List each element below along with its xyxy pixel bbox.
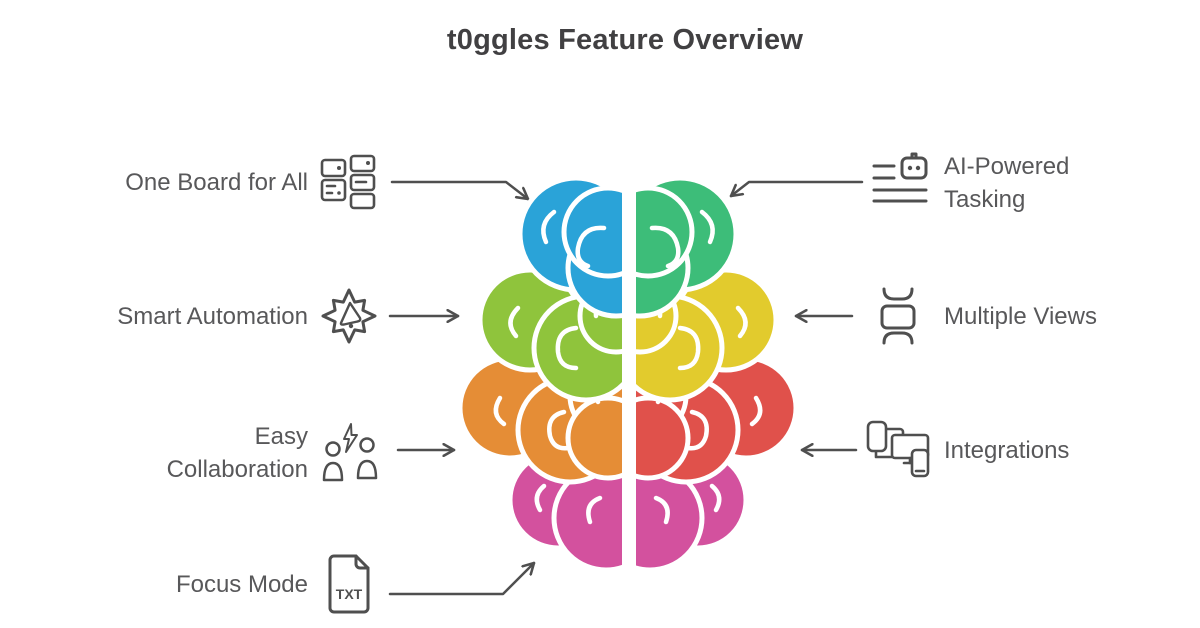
- brain-segment-right-upper-middle: [636, 267, 779, 403]
- svg-text:TXT: TXT: [336, 586, 363, 602]
- page-title: t0ggles Feature Overview: [446, 24, 804, 56]
- kanban-board-icon: [320, 152, 378, 214]
- feature-label-one-board: One Board for All: [125, 169, 308, 196]
- multiple-views-icon: [878, 287, 918, 345]
- feature-label-integrations: Integrations: [944, 437, 1070, 464]
- feature-label-easy-collaboration: Easy Collaboration: [166, 423, 308, 483]
- arrow-one-board: [390, 180, 528, 199]
- arrow-ai-tasking: [731, 180, 864, 196]
- automation-gear-icon: [320, 287, 378, 345]
- feature-label-smart-automation: Smart Automation: [117, 303, 308, 330]
- brain-illustration: [458, 175, 798, 573]
- brain-left-hemisphere: [458, 175, 622, 573]
- arrow-focus-mode: [388, 563, 534, 596]
- brain-right-hemisphere: [636, 175, 798, 573]
- devices-icon: [866, 420, 932, 478]
- brain-segment-left-top: [517, 175, 622, 319]
- ai-robot-list-icon: [872, 152, 928, 206]
- txt-file-icon: TXT: [324, 554, 374, 616]
- feature-label-multiple-views: Multiple Views: [944, 303, 1097, 330]
- collaboration-people-icon: [320, 422, 380, 484]
- brain-segment-right-top: [636, 175, 739, 319]
- feature-label-ai-tasking: AI-Powered Tasking: [944, 153, 1070, 213]
- feature-label-focus-mode: Focus Mode: [175, 571, 308, 598]
